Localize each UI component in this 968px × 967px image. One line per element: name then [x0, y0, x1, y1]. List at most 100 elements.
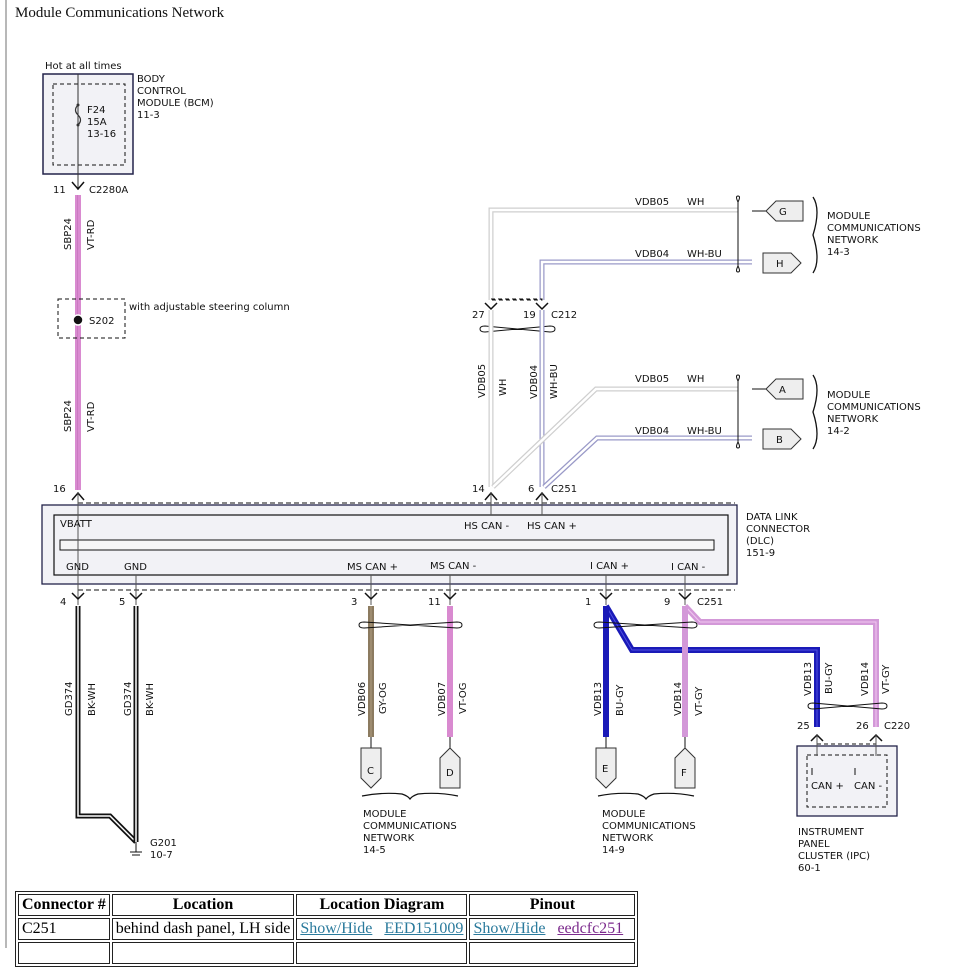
svg-text:BK-WH: BK-WH [87, 683, 98, 716]
svg-text:16: 16 [53, 484, 66, 495]
svg-text:SBP24: SBP24 [63, 218, 74, 250]
col-connector: Connector # [18, 894, 110, 916]
dlc-slot [59, 539, 715, 551]
svg-text:GD374: GD374 [64, 681, 75, 716]
ipc-pin-can-minus: CAN - [854, 781, 882, 792]
svg-text:BU-GY: BU-GY [615, 684, 626, 716]
cell-location: behind dash panel, LH side [111, 918, 295, 940]
bcm-power-label: Hot at all times [45, 61, 122, 72]
svg-text:4: 4 [60, 597, 66, 608]
svg-text:1: 1 [585, 597, 591, 608]
table-row: C251 behind dash panel, LH side Show/Hid… [18, 918, 636, 940]
wire-sbp24 [75, 195, 81, 490]
connector-table: Connector # Location Location Diagram Pi… [15, 891, 639, 967]
table-row-partial [18, 942, 636, 964]
svg-text:VDB05: VDB05 [635, 374, 669, 385]
svg-text:6: 6 [528, 484, 534, 495]
terminal-a [765, 378, 804, 400]
svg-text:BK-WH: BK-WH [145, 683, 156, 716]
svg-text:VDB07: VDB07 [437, 682, 448, 716]
svg-text:CONTROL: CONTROL [137, 86, 186, 97]
svg-text:G: G [779, 207, 787, 218]
svg-text:E: E [602, 764, 608, 775]
diagram-id-link[interactable]: EED151009 [384, 920, 464, 937]
col-location-diagram: Location Diagram [296, 894, 468, 916]
bcm-name: BODY [137, 74, 166, 85]
dlc-pin-gnd-1: GND [66, 562, 89, 573]
svg-text:VDB13: VDB13 [803, 662, 814, 696]
svg-text:VT-GY: VT-GY [881, 664, 892, 694]
connector-c251-bottom: C251 [697, 597, 723, 608]
ipc-pin-can-plus: CAN + [811, 781, 844, 792]
svg-text:11-3: 11-3 [137, 110, 160, 121]
svg-text:VDB05: VDB05 [635, 197, 669, 208]
fuse-icon [74, 104, 82, 126]
diagram-show-hide-link[interactable]: Show/Hide [300, 920, 373, 937]
svg-text:WH-BU: WH-BU [687, 249, 722, 260]
svg-text:VDB05: VDB05 [477, 364, 488, 398]
splice-option-box [57, 298, 126, 339]
svg-text:MODULE: MODULE [827, 211, 870, 222]
svg-text:F: F [681, 768, 687, 779]
dlc-pin-gnd-2: GND [124, 562, 147, 573]
svg-text:14: 14 [472, 484, 485, 495]
terminal-f [674, 747, 696, 789]
dlc-pin-hs-can-plus: HS CAN + [527, 521, 577, 532]
svg-text:VT-OG: VT-OG [458, 682, 469, 714]
svg-text:COMMUNICATIONS: COMMUNICATIONS [363, 821, 457, 832]
bcm-module-box [42, 73, 134, 175]
ground-point: G201 [150, 838, 177, 849]
svg-text:MODULE: MODULE [827, 390, 870, 401]
pinout-show-hide-link[interactable]: Show/Hide [473, 920, 546, 937]
connector-c251-top: C251 [551, 484, 577, 495]
svg-text:WH-BU: WH-BU [687, 426, 722, 437]
dlc-bottom-connectors [71, 575, 692, 605]
connector-c220: C220 [884, 721, 910, 732]
terminal-d [439, 747, 461, 789]
svg-text:11: 11 [53, 185, 66, 196]
dlc-pin-ms-can-minus: MS CAN - [430, 561, 477, 572]
terminal-b [762, 428, 802, 450]
wire-vdb14-ipc [682, 603, 879, 727]
ipc-inner-dashed [806, 754, 888, 808]
terminal-g [765, 200, 804, 222]
svg-text:14-2: 14-2 [827, 426, 850, 437]
svg-text:CONNECTOR: CONNECTOR [746, 524, 810, 535]
dlc-pin-hs-can-minus: HS CAN - [464, 521, 510, 532]
svg-text:WH-BU: WH-BU [549, 364, 560, 399]
svg-text:11: 11 [428, 597, 441, 608]
svg-text:VDB06: VDB06 [357, 682, 368, 716]
dlc-pin-i-can-minus: I CAN - [671, 562, 706, 573]
svg-text:WH: WH [687, 197, 704, 208]
svg-text:MODULE: MODULE [363, 809, 406, 820]
svg-text:VDB14: VDB14 [860, 662, 871, 696]
fuse-label: F24 [87, 105, 105, 116]
svg-text:H: H [776, 259, 784, 270]
brace-icon [812, 196, 818, 274]
terminal-e [595, 747, 617, 789]
dlc-pin-vbatt: VBATT [60, 519, 93, 530]
dlc-pin-i-can-plus: I CAN + [590, 561, 629, 572]
svg-text:14-5: 14-5 [363, 845, 386, 856]
svg-text:151-9: 151-9 [746, 548, 775, 559]
ground-icon [130, 842, 142, 856]
pinout-id-link[interactable]: eedcfc251 [557, 920, 624, 937]
wire-vdb04-mid [542, 435, 752, 489]
svg-text:10-7: 10-7 [150, 850, 173, 861]
dlc-pin-ms-can-plus: MS CAN + [347, 562, 398, 573]
svg-text:13-16: 13-16 [87, 129, 116, 140]
svg-text:(DLC): (DLC) [746, 536, 774, 547]
svg-text:S202: S202 [89, 316, 114, 327]
svg-text:A: A [779, 385, 786, 396]
wire-vdb14 [682, 606, 688, 737]
svg-text:VDB13: VDB13 [593, 682, 604, 716]
svg-text:14-3: 14-3 [827, 247, 850, 258]
splice-s202 [72, 314, 84, 326]
svg-text:9: 9 [664, 597, 670, 608]
twisted-pair-icon [736, 195, 740, 273]
connector-c2280a: C2280A [89, 185, 128, 196]
cell-pinout: Show/Hide eedcfc251 [469, 918, 636, 940]
svg-text:25: 25 [797, 721, 810, 732]
svg-text:MODULE: MODULE [602, 809, 645, 820]
svg-text:MODULE (BCM): MODULE (BCM) [137, 98, 214, 109]
